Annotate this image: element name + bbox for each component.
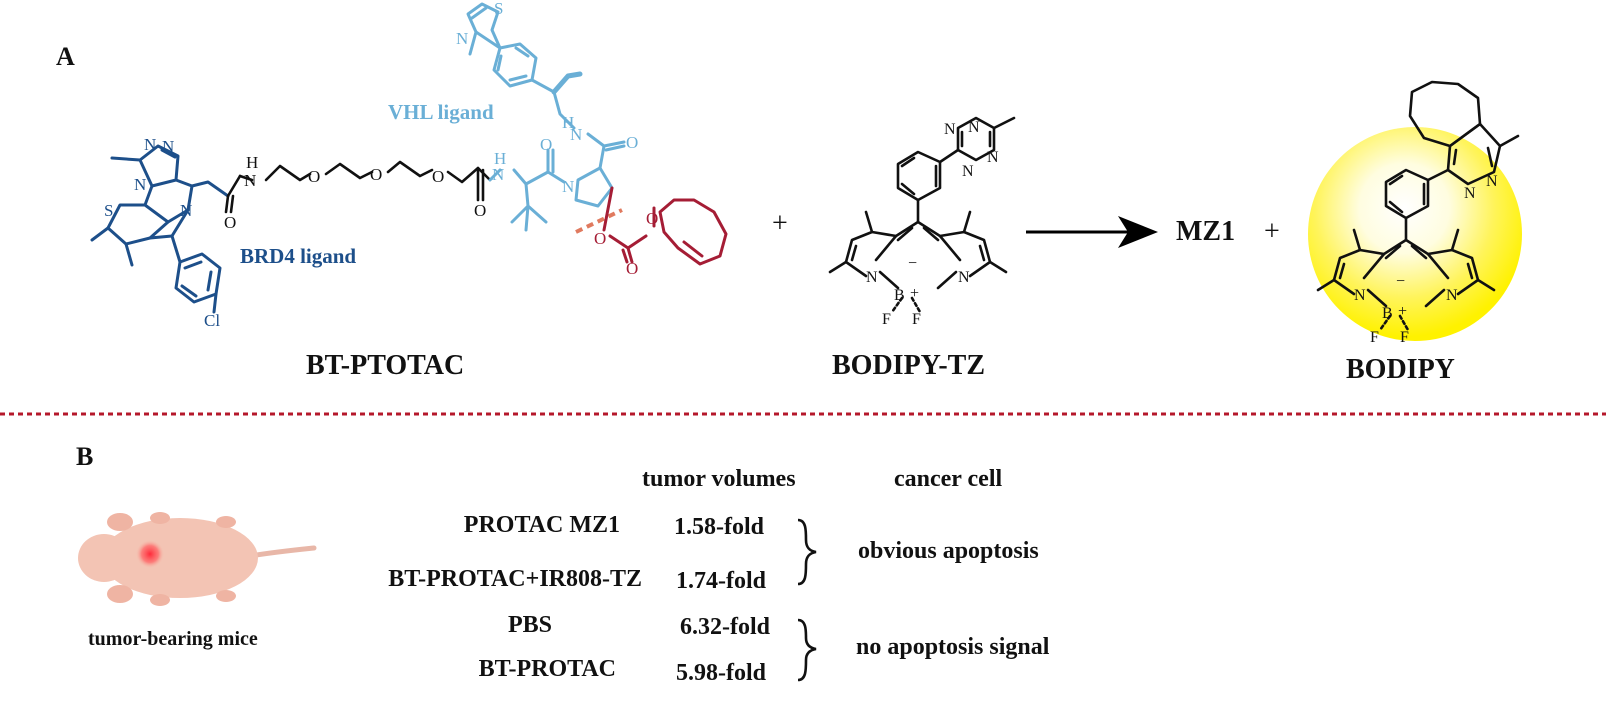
row-name-pbs: PBS — [507, 612, 552, 638]
row-name-bt-protac-ir808: BT-PROTAC+IR808-TZ — [388, 566, 642, 592]
row-name-bt-protac: BT-PROTAC — [478, 656, 616, 682]
mouse-illustration — [78, 512, 317, 606]
vhl-ligand-structure — [466, 2, 626, 232]
col-header-tumor-volumes: tumor volumes — [642, 466, 796, 492]
atom-o: O — [626, 133, 638, 152]
col-header-cancer-cell: cancer cell — [894, 466, 1003, 492]
atom-b: B — [1382, 305, 1393, 322]
atom-n: N — [958, 269, 970, 286]
vhl-ligand-label: VHL ligand — [388, 100, 494, 124]
atom-n: N — [244, 171, 256, 190]
atom-n: N — [1464, 185, 1476, 202]
atom-cl: Cl — [204, 311, 220, 330]
brd4-ligand-structure — [90, 144, 230, 314]
atom-s: S — [104, 201, 113, 220]
atom-o: O — [432, 167, 444, 186]
panel-a-letter: A — [56, 42, 75, 71]
row-fold-pbs: 6.32-fold — [680, 614, 770, 640]
braces — [797, 518, 817, 682]
atom-o: O — [594, 229, 606, 248]
atom-n: N — [570, 125, 582, 144]
atom-o: O — [540, 135, 552, 154]
atom-n: N — [944, 121, 956, 138]
atom-n: N — [866, 269, 878, 286]
atom-n: N — [1446, 287, 1458, 304]
atom-h: H — [246, 153, 258, 172]
atom-o: O — [224, 213, 236, 232]
atom-f: F — [1400, 329, 1409, 346]
atom-n: N — [134, 175, 146, 194]
atom-b-plus: + — [1398, 303, 1407, 320]
bodipy-product-structure — [1316, 80, 1520, 332]
atom-n: N — [144, 135, 156, 154]
atom-h: H — [562, 113, 574, 132]
atom-n: N — [987, 149, 999, 166]
cleavage-bond-mark — [575, 208, 623, 234]
brd4-ligand-label: BRD4 ligand — [240, 244, 357, 268]
atom-o: O — [626, 259, 638, 278]
mouse-caption: tumor-bearing mice — [88, 628, 258, 650]
atom-h: H — [494, 149, 506, 168]
atom-o: O — [474, 201, 486, 220]
row-name-protac-mz1: PROTAC MZ1 — [463, 512, 620, 538]
atom-n: N — [962, 163, 974, 180]
outcome-obvious-apoptosis: obvious apoptosis — [858, 538, 1039, 564]
atom-s: S — [494, 0, 503, 18]
bodipy-tz-structure — [828, 116, 1016, 314]
atom-o: O — [646, 209, 658, 228]
atom-n-minus: − — [1396, 273, 1405, 290]
atom-f: F — [882, 311, 891, 328]
atom-b: B — [894, 287, 905, 304]
atom-n: N — [456, 29, 468, 48]
atom-n: N — [162, 137, 174, 156]
atom-n: N — [562, 177, 574, 196]
panel-b-letter: B — [76, 442, 94, 471]
atom-n: N — [492, 165, 504, 184]
tco-carbonate-structure — [602, 186, 728, 266]
bodipy-tz-name: BODIPY-TZ — [832, 350, 986, 381]
atom-n: N — [1486, 173, 1498, 190]
bodipy-product-name: BODIPY — [1346, 354, 1455, 385]
row-fold-protac-mz1: 1.58-fold — [674, 514, 764, 540]
row-fold-bt-protac: 5.98-fold — [676, 660, 766, 686]
atom-n: N — [968, 119, 980, 136]
plus-sign-2: + — [1264, 216, 1280, 247]
row-fold-bt-protac-ir808: 1.74-fold — [676, 568, 766, 594]
outcome-no-apoptosis: no apoptosis signal — [856, 634, 1050, 660]
plus-sign-1: + — [772, 208, 788, 239]
reaction-arrow — [1026, 216, 1158, 248]
atom-f: F — [912, 311, 921, 328]
atom-n-minus: − — [908, 255, 917, 272]
atom-f: F — [1370, 329, 1379, 346]
atom-n: N — [180, 201, 192, 220]
atom-o: O — [308, 167, 320, 186]
atom-b-plus: + — [910, 285, 919, 302]
peg-linker-structure — [224, 160, 492, 214]
mz1-product-label: MZ1 — [1176, 216, 1236, 247]
atom-o: O — [370, 165, 382, 184]
protac-name: BT-PTOTAC — [306, 350, 465, 381]
atom-n: N — [1354, 287, 1366, 304]
